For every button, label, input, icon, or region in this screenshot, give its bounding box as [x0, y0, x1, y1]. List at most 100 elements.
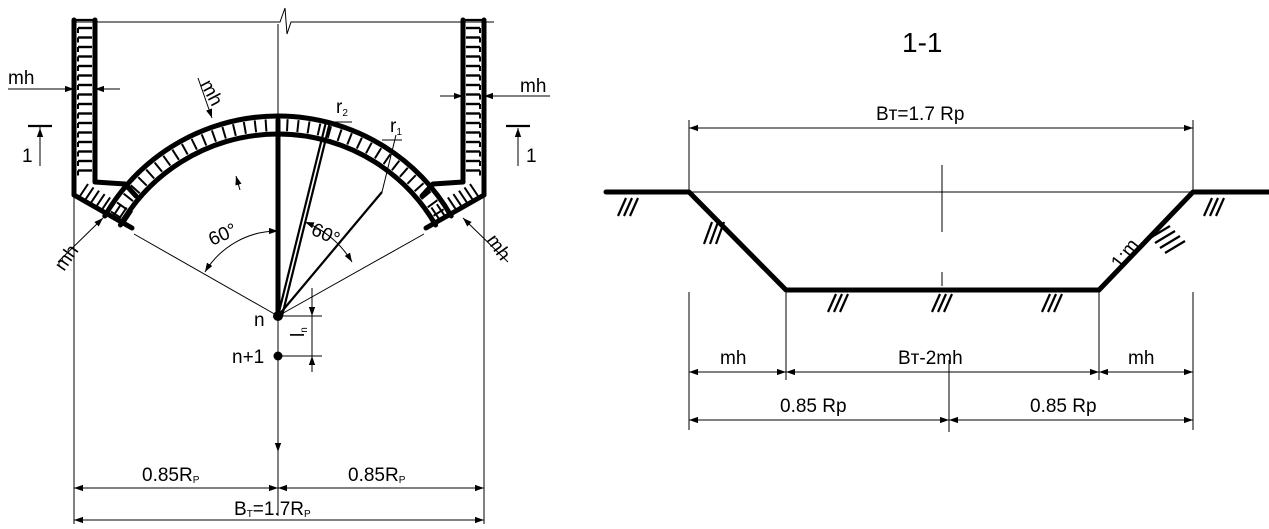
angle-left-label: 60° — [205, 220, 240, 251]
hatch-line — [116, 201, 128, 211]
top-break-line — [72, 7, 494, 35]
hatch-line — [306, 121, 311, 134]
hatch-line — [162, 155, 172, 167]
hatch-line — [463, 186, 474, 200]
hatch-line — [702, 221, 714, 245]
hatch-line — [200, 134, 208, 146]
node-n1-label: n+1 — [232, 347, 264, 368]
ground-hatching — [616, 197, 1226, 313]
half-left-label: 0.85 Rp — [780, 396, 847, 417]
hatch-line — [1214, 197, 1226, 217]
hatch-line — [622, 197, 634, 217]
mh-top-left-label: mh — [8, 68, 34, 89]
hatch-line — [286, 119, 289, 132]
hatch-line — [316, 123, 322, 136]
hatch-line — [1164, 240, 1186, 254]
hatch-line — [458, 190, 468, 204]
hatch-line — [365, 142, 373, 154]
mh-top-right-label: mh — [520, 76, 546, 97]
ln-label: ln — [288, 327, 310, 337]
dim-right-label: 0.85RP — [348, 465, 406, 486]
hatch-line — [1159, 235, 1181, 249]
hatch-line — [145, 168, 155, 180]
hatch-line — [95, 193, 106, 207]
hatch-line — [137, 176, 148, 187]
ln-dimension — [280, 300, 322, 372]
hatch-line — [427, 199, 438, 209]
hatch-line — [1040, 293, 1052, 313]
slope-label: 1:m — [1107, 235, 1143, 273]
hatch-line — [714, 221, 726, 245]
hatch-line — [84, 186, 95, 200]
dim-total-label: BT=1.7RP — [234, 499, 311, 520]
hatch-line — [355, 137, 363, 150]
hatch-line — [708, 221, 720, 245]
hatch-line — [296, 119, 300, 133]
top-width-label: Bт=1.7 Rp — [876, 104, 964, 125]
hatch-line — [110, 210, 122, 219]
section-view: 1-1 Bт=1.7 Rp 1:m mh Bт-2mh mh 0.85 Rp — [603, 27, 1269, 432]
hatch-line — [1052, 293, 1064, 313]
hatch-line — [130, 184, 141, 194]
node-n-label: n — [254, 310, 265, 331]
hatch-line — [391, 160, 401, 171]
left-wall — [71, 17, 98, 198]
mh-left-label: mh — [720, 348, 746, 369]
section-right-label: 1 — [526, 146, 537, 167]
hatch-line — [101, 196, 111, 210]
hatch-line — [153, 161, 163, 173]
hatch-line — [936, 293, 948, 313]
right-wall-hatching — [466, 26, 481, 176]
hatch-line — [930, 293, 942, 313]
mh-bottom-right-label: mh — [482, 231, 514, 265]
r2-label: r2 — [336, 97, 348, 119]
hatch-line — [382, 153, 392, 165]
hatch-line — [1149, 225, 1171, 239]
mh-bottom-left-label: mh — [51, 241, 83, 275]
mh-right-label: mh — [1128, 348, 1154, 369]
hatch-line — [413, 182, 425, 193]
arc-hatching — [110, 118, 445, 219]
hatch-line — [406, 174, 417, 185]
hatch-line — [181, 143, 189, 155]
node-n1-dot — [273, 351, 283, 361]
dim-left-label: 0.85RP — [142, 465, 200, 486]
plan-bottom-dimensions — [74, 484, 484, 524]
half-right-label: 0.85 Rp — [1030, 396, 1097, 417]
hatch-line — [432, 208, 445, 217]
channel-profile — [603, 189, 1269, 293]
hatch-line — [253, 120, 258, 133]
hatch-line — [399, 167, 409, 178]
hatch-line — [264, 119, 268, 132]
section-marker-left — [28, 124, 52, 166]
hatch-line — [232, 123, 237, 137]
hatch-line — [447, 196, 457, 210]
hatch-line — [838, 293, 850, 313]
hatch-line — [171, 149, 180, 161]
hatch-line — [326, 126, 332, 139]
angle-arcs — [204, 221, 353, 273]
hatch-line — [942, 293, 954, 313]
section-left-label: 1 — [22, 146, 33, 167]
hatch-line — [826, 293, 838, 313]
hatch-line — [420, 190, 432, 200]
hatch-line — [616, 197, 628, 217]
hatch-line — [346, 132, 353, 145]
hatch-line — [190, 138, 198, 151]
plan-view: mh mh mh mh mh r2 r1 60° 60° n n+1 ln 1 … — [8, 7, 550, 524]
radius-lines — [275, 117, 402, 319]
section-title: 1-1 — [902, 27, 942, 58]
hatch-line — [469, 183, 479, 197]
hatch-line — [210, 130, 217, 143]
hatch-line — [1046, 293, 1058, 313]
hatch-line — [1202, 197, 1214, 217]
hatch-line — [90, 190, 100, 204]
hatch-line — [1154, 230, 1176, 244]
hatch-line — [221, 126, 227, 139]
hatch-line — [628, 197, 640, 217]
node-n-dot — [273, 311, 283, 321]
right-wall — [460, 17, 487, 198]
mh-pointers — [8, 77, 550, 263]
hatch-line — [452, 193, 463, 207]
